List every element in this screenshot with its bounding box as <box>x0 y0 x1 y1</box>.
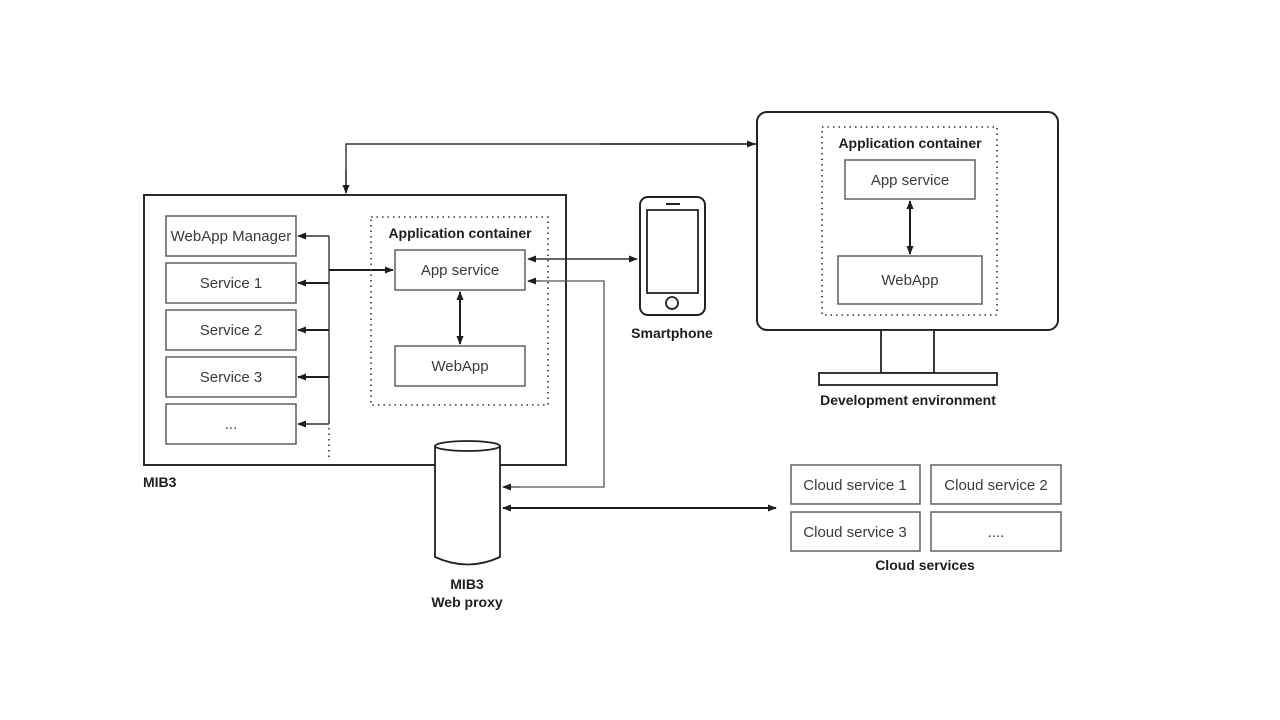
devenv-label: Development environment <box>820 392 996 408</box>
service-bus <box>297 232 394 458</box>
smartphone-label: Smartphone <box>631 325 713 341</box>
service-box-1 <box>165 262 297 304</box>
proxy-label-line1: MIB3 <box>450 576 484 592</box>
web-proxy: MIB3 Web proxy <box>431 440 503 610</box>
smartphone-home-button <box>665 296 679 310</box>
cloud-service-box-3 <box>790 511 921 552</box>
cloud-service-box-more <box>930 511 1062 552</box>
monitor-base <box>818 372 998 386</box>
devenv-container-title: Application container <box>838 135 982 151</box>
cloud-service-label: Cloud service 3 <box>803 524 906 541</box>
mib3-application-container: Application container App service WebApp <box>370 216 549 406</box>
cloud-service-label: .... <box>988 524 1005 541</box>
mib3-unit: MIB3 WebApp Manager Service 1 Service 2 … <box>143 194 567 490</box>
monitor-stand <box>880 329 935 374</box>
link-mib3-devenv-path <box>345 143 756 193</box>
devenv-app-service-label: App service <box>871 172 949 189</box>
devenv-webapp-label: WebApp <box>881 272 938 289</box>
mib3-frame <box>143 194 567 466</box>
service-label: ... <box>225 416 238 433</box>
cloud-service-box-2 <box>930 464 1062 505</box>
smartphone-body-icon <box>639 196 706 316</box>
cloud-services: Cloud service 1 Cloud service 2 Cloud se… <box>790 464 1062 573</box>
service-label: WebApp Manager <box>171 228 292 245</box>
service-label: Service 3 <box>200 369 263 386</box>
webapp-label: WebApp <box>431 358 488 375</box>
link-app-service-proxy <box>503 280 605 488</box>
proxy-label-line2: Web proxy <box>431 594 503 610</box>
app-service-label: App service <box>421 262 499 279</box>
container-title: Application container <box>388 225 532 241</box>
app-service-box <box>394 249 526 291</box>
service-label: Service 2 <box>200 322 263 339</box>
service-box-more <box>165 403 297 445</box>
cylinder-top <box>434 440 501 452</box>
devenv-app-service-box <box>844 159 976 200</box>
devenv-webapp-box <box>837 255 983 305</box>
service-box-2 <box>165 309 297 351</box>
cloud-service-label: Cloud service 1 <box>803 477 906 494</box>
mib3-label: MIB3 <box>143 474 177 490</box>
container-boundary <box>370 216 549 406</box>
cloud-service-box-1 <box>790 464 921 505</box>
development-environment: Development environment Application cont… <box>756 111 1059 408</box>
service-box-3 <box>165 356 297 398</box>
cloud-service-label: Cloud service 2 <box>944 477 1047 494</box>
service-label: Service 1 <box>200 275 263 292</box>
smartphone-screen <box>646 209 699 294</box>
cloud-services-label: Cloud services <box>875 557 975 573</box>
service-box-webapp-manager <box>165 215 297 257</box>
webapp-box <box>394 345 526 387</box>
mib3-services-list: WebApp Manager Service 1 Service 2 Servi… <box>165 215 297 445</box>
cylinder-body-icon <box>434 446 501 566</box>
smartphone: Smartphone <box>631 196 713 341</box>
